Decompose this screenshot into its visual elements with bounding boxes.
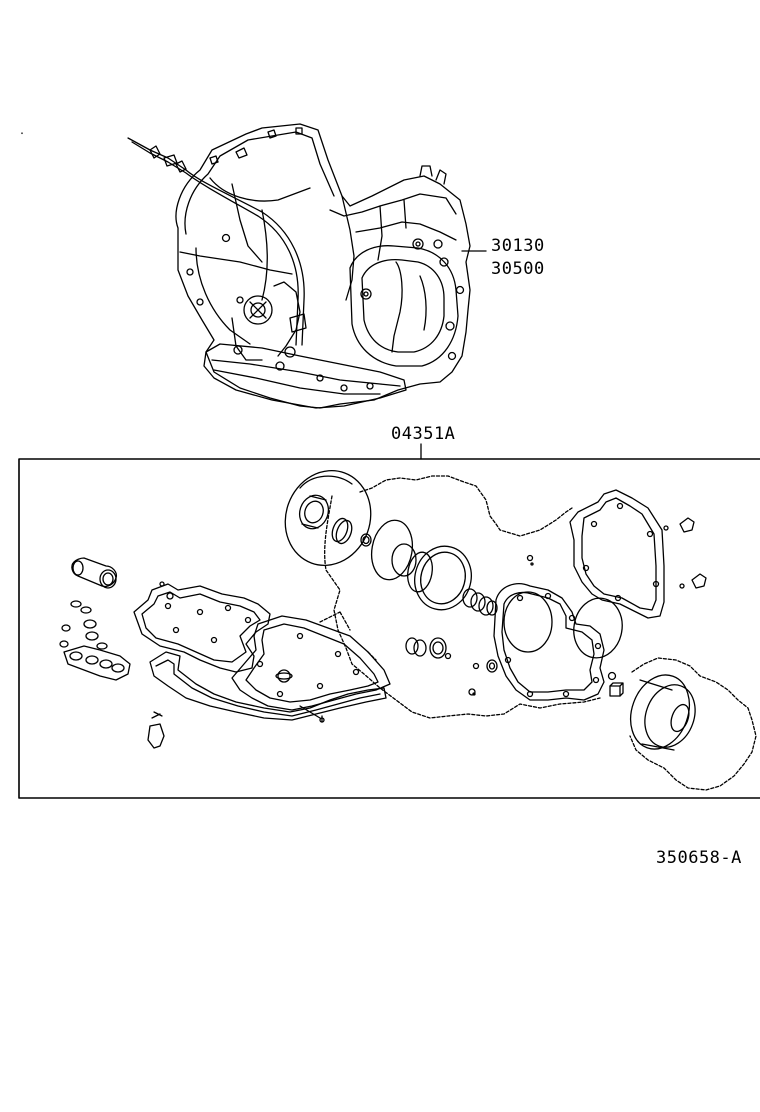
part-number-30130: 30130 xyxy=(491,236,545,256)
part-number-30500: 30500 xyxy=(491,259,545,279)
illustration-reference: 350658-A xyxy=(656,848,742,868)
oil-pan-gasket xyxy=(149,651,387,721)
valve-body-gasket xyxy=(133,583,271,673)
transaxle-assembly-drawing xyxy=(21,123,471,409)
rear-oil-seal xyxy=(630,674,690,750)
part-number-gasket-kit: 04351A xyxy=(391,424,456,444)
extension-housing xyxy=(349,245,459,367)
disc-gasket xyxy=(284,470,372,566)
kit-frame xyxy=(18,458,760,799)
small-plate-gasket xyxy=(63,645,131,681)
oil-seal xyxy=(298,494,330,530)
bell-housing xyxy=(175,123,471,409)
oil-pan xyxy=(203,343,407,409)
separator-plate-gasket xyxy=(231,615,391,711)
case-gasket xyxy=(493,583,605,701)
snap-ring xyxy=(370,519,414,581)
oil-strainer xyxy=(71,557,118,588)
phantom-case-outline xyxy=(324,475,601,719)
gasket-kit-drawing xyxy=(59,470,757,791)
side-cover-gasket xyxy=(569,489,665,619)
